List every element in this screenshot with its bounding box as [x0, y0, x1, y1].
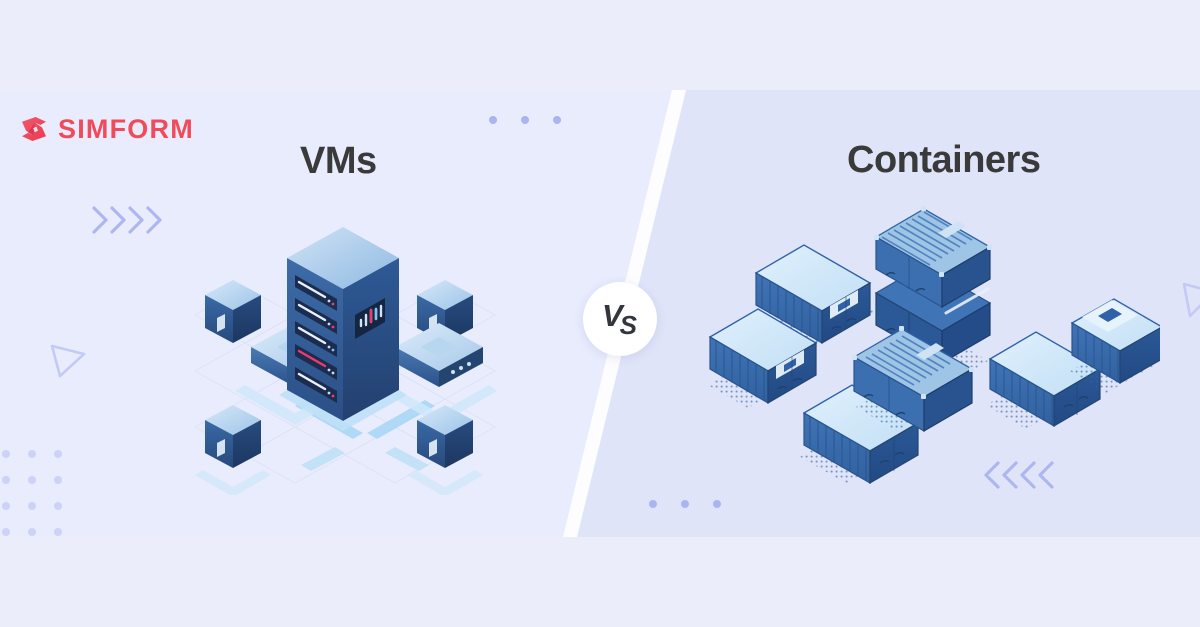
server-units	[295, 275, 337, 403]
server-rack	[279, 227, 407, 431]
vm-cube-bottom-left	[195, 405, 271, 495]
container-right	[986, 331, 1102, 429]
simform-logo-text: SIMFORM	[58, 113, 194, 144]
container-bottom-left	[800, 384, 920, 485]
container-far-right	[1070, 298, 1160, 393]
left-title: VMs	[300, 140, 377, 182]
vs-badge-s: S	[619, 310, 638, 340]
simform-logo[interactable]: SIMFORM	[18, 113, 194, 145]
vm-cube-bottom-right	[407, 405, 483, 495]
container-center-lower	[852, 326, 974, 433]
server-rack-illustration	[193, 227, 497, 495]
server-chart-display	[355, 298, 385, 339]
simform-logo-icon	[22, 117, 46, 141]
containers-illustration	[708, 206, 1160, 485]
vs-badge: V S	[583, 282, 657, 356]
vm-cube-top-left	[205, 280, 261, 343]
container-left-lower	[708, 308, 818, 408]
vs-badge-v: V	[601, 297, 623, 333]
right-title: Containers	[847, 139, 1041, 181]
